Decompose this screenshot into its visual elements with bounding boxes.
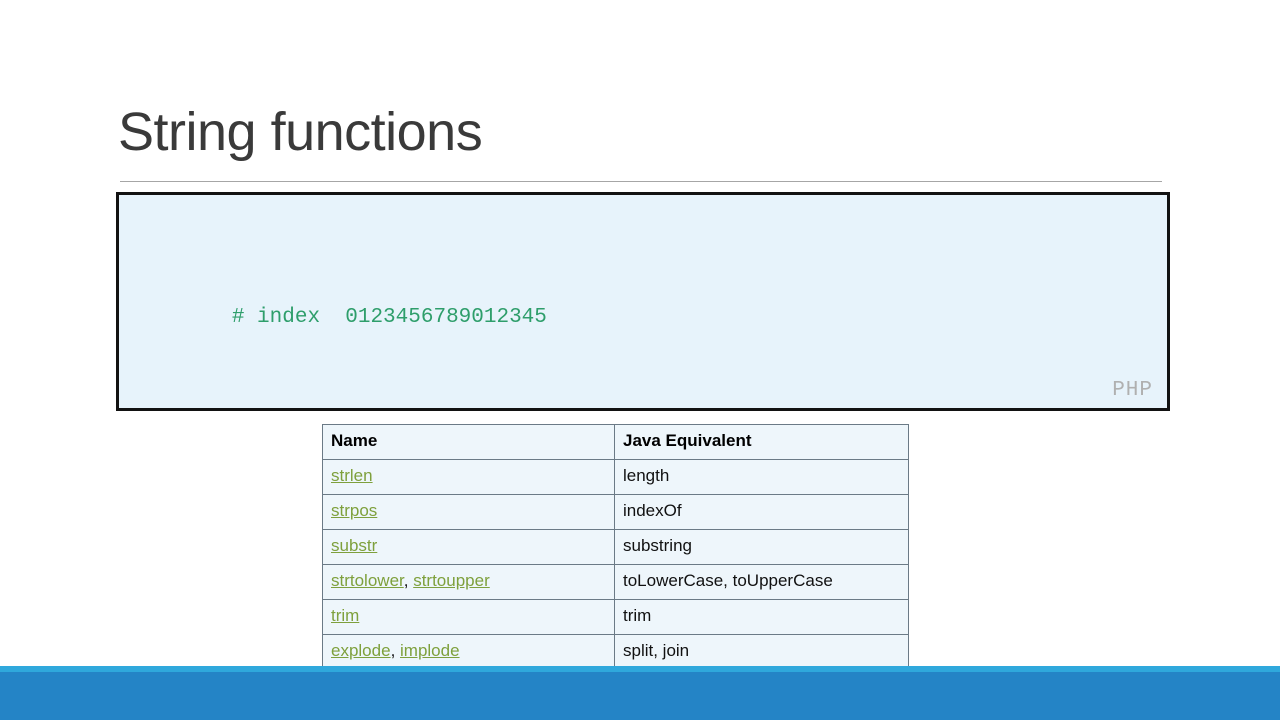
link-strtolower[interactable]: strtolower: [331, 571, 404, 591]
title-divider: [120, 181, 1162, 182]
cell-php-names: strpos: [322, 494, 615, 530]
footer-bar: [0, 672, 1280, 720]
code-line-1: # index 0123456789012345: [131, 279, 1167, 329]
table-row: explode, implode split, join: [322, 634, 909, 670]
cell-java-equivalent: split, join: [614, 634, 909, 670]
cell-java-equivalent: indexOf: [614, 494, 909, 530]
footer-accent-stripe: [0, 666, 1280, 672]
link-trim[interactable]: trim: [331, 606, 360, 626]
cell-java-equivalent: toLowerCase, toUpperCase: [614, 564, 909, 600]
name-separator: ,: [403, 571, 414, 591]
language-tag: PHP: [1112, 379, 1153, 402]
code-block: # index 0123456789012345 $name = “Austin…: [116, 192, 1170, 411]
link-implode[interactable]: implode: [400, 641, 460, 661]
link-strtoupper[interactable]: strtoupper: [413, 571, 490, 591]
code-content: # index 0123456789012345 $name = “Austin…: [119, 195, 1167, 408]
table-row: trim trim: [322, 599, 909, 635]
link-strpos[interactable]: strpos: [331, 501, 378, 521]
cell-php-names: trim: [322, 599, 615, 635]
cell-php-names: explode, implode: [322, 634, 615, 670]
table-row: strlen length: [322, 459, 909, 495]
table-header-row: Name Java Equivalent: [322, 424, 909, 460]
name-separator: ,: [390, 641, 401, 661]
cell-java-equivalent: substring: [614, 529, 909, 565]
code-line-2: $name = “Austin Weale";: [131, 385, 1167, 408]
cell-php-names: strlen: [322, 459, 615, 495]
link-substr[interactable]: substr: [331, 536, 378, 556]
cell-php-names: strtolower, strtoupper: [322, 564, 615, 600]
cell-php-names: substr: [322, 529, 615, 565]
string-functions-table: Name Java Equivalent strlen length strpo…: [322, 424, 909, 670]
column-header-java: Java Equivalent: [614, 424, 909, 460]
cell-java-equivalent: length: [614, 459, 909, 495]
table-row: strpos indexOf: [322, 494, 909, 530]
link-strlen[interactable]: strlen: [331, 466, 373, 486]
page-title: String functions: [118, 102, 483, 162]
cell-java-equivalent: trim: [614, 599, 909, 635]
link-explode[interactable]: explode: [331, 641, 391, 661]
code-comment-index: # index 0123456789012345: [231, 306, 547, 330]
table-row: strtolower, strtoupper toLowerCase, toUp…: [322, 564, 909, 600]
column-header-name: Name: [322, 424, 615, 460]
table-row: substr substring: [322, 529, 909, 565]
